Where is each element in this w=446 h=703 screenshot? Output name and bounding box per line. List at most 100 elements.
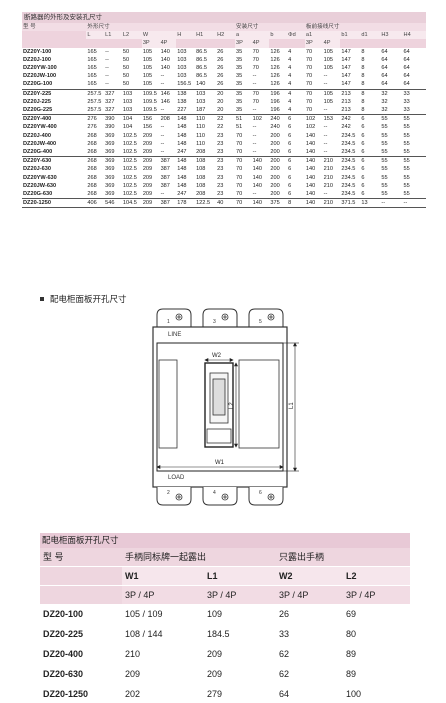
value-cell: 234.5: [341, 140, 356, 147]
value-cell: 55: [380, 156, 403, 166]
value-cell: 70: [235, 156, 252, 166]
value-cell: 86.5: [196, 65, 207, 72]
value-cell: 369: [105, 140, 115, 147]
value-cell: 234.5: [341, 174, 356, 181]
value-cell: 6: [288, 132, 292, 139]
value-cell: 103: [121, 88, 142, 98]
value-cell: --: [252, 81, 257, 88]
cutout-unit-l1: 3P / 4P: [204, 585, 277, 605]
value-cell: 105: [142, 73, 153, 80]
value-cell: 369: [105, 166, 115, 173]
value-cell: --: [323, 81, 328, 88]
value-cell: 202: [122, 684, 204, 703]
value-cell: 26: [217, 73, 224, 80]
value-cell: 109.5: [141, 88, 160, 98]
value-cell: 108 / 144: [122, 624, 204, 645]
value-cell: 64: [381, 73, 388, 80]
value-cell: 70: [252, 48, 259, 55]
value-cell: --: [252, 124, 257, 131]
value-cell: 55: [403, 140, 410, 147]
value-cell: 104: [122, 124, 133, 131]
col-b1: b1: [340, 31, 361, 40]
model-cell: DZ20YW-630: [23, 174, 57, 181]
value-cell: 4: [288, 81, 292, 88]
section-heading-text: 配电柜面板开孔尺寸: [50, 294, 127, 304]
cutout-col-l2: L2: [343, 566, 411, 586]
value-cell: --: [105, 73, 109, 80]
value-cell: 6: [288, 124, 292, 131]
value-cell: 55: [403, 149, 410, 156]
value-cell: 234.5: [340, 156, 361, 166]
dim-w1: [156, 465, 284, 469]
value-cell: 240: [269, 114, 288, 124]
model-cell: DZ20-1250: [40, 684, 122, 703]
value-cell: 8: [361, 73, 365, 80]
dim-w2: [204, 358, 234, 362]
value-cell: 140: [305, 132, 316, 139]
cutout-col-l1: L1: [204, 566, 277, 586]
value-cell: 208: [196, 149, 206, 156]
value-cell: 105: [142, 48, 153, 55]
left-panel: [158, 359, 178, 449]
value-cell: 26: [217, 56, 224, 63]
col-b: b: [269, 31, 288, 40]
value-cell: 62: [276, 664, 344, 685]
model-cell: DZ20-400: [40, 644, 122, 665]
value-cell: 268: [87, 191, 97, 198]
value-cell: 26: [217, 65, 224, 72]
value-cell: 371.5: [340, 198, 361, 209]
value-cell: 209: [204, 664, 277, 685]
value-cell: 327: [104, 88, 122, 98]
value-cell: 70: [252, 98, 259, 105]
value-cell: 55: [381, 149, 388, 156]
value-cell: 148: [177, 132, 187, 139]
value-cell: 200: [270, 191, 280, 198]
terminal-number-3: 3: [213, 319, 216, 325]
col-H4: H4: [402, 31, 426, 40]
cutout-unit-w1: 3P / 4P: [122, 585, 204, 605]
value-cell: 147: [341, 48, 351, 55]
value-cell: 247: [177, 191, 187, 198]
value-cell: 6: [361, 182, 365, 189]
value-cell: 268: [87, 182, 97, 189]
value-cell: 103: [177, 65, 187, 72]
value-cell: 102.5: [122, 140, 137, 147]
value-cell: 64: [381, 48, 388, 55]
value-cell: 148: [177, 166, 187, 173]
col-a: a: [235, 31, 270, 40]
value-cell: 390: [105, 124, 115, 131]
value-cell: 147: [341, 81, 351, 88]
model-cell: DZ20JW-100: [23, 73, 57, 80]
value-cell: 209: [122, 664, 204, 685]
value-cell: 89: [343, 644, 411, 665]
value-cell: 23: [217, 174, 224, 181]
value-cell: 32: [381, 107, 388, 114]
col-W-4P: 4P: [159, 39, 177, 48]
handle-knob: [212, 378, 226, 416]
value-cell: 103: [177, 56, 187, 63]
value-cell: --: [252, 149, 257, 156]
value-cell: --: [323, 107, 328, 114]
value-cell: --: [252, 140, 257, 147]
value-cell: 102.5: [122, 166, 137, 173]
model-cell: DZ20Y-630: [22, 156, 87, 166]
value-cell: 62: [276, 644, 344, 665]
value-cell: --: [160, 107, 165, 114]
value-cell: 140: [160, 56, 170, 63]
value-cell: 234.5: [341, 132, 356, 139]
value-cell: 70: [236, 191, 243, 198]
dim-l1: [283, 342, 299, 472]
value-cell: 32: [380, 88, 403, 98]
value-cell: 140: [252, 166, 262, 173]
value-cell: 105: [142, 81, 153, 88]
value-cell: 105: [142, 56, 153, 63]
value-cell: 227: [177, 107, 187, 114]
col-W: W: [141, 31, 177, 40]
value-cell: 32: [381, 98, 388, 105]
value-cell: 105: [323, 56, 334, 63]
value-cell: 187: [196, 107, 206, 114]
value-cell: 70: [305, 65, 313, 72]
value-cell: 102.5: [121, 156, 142, 166]
